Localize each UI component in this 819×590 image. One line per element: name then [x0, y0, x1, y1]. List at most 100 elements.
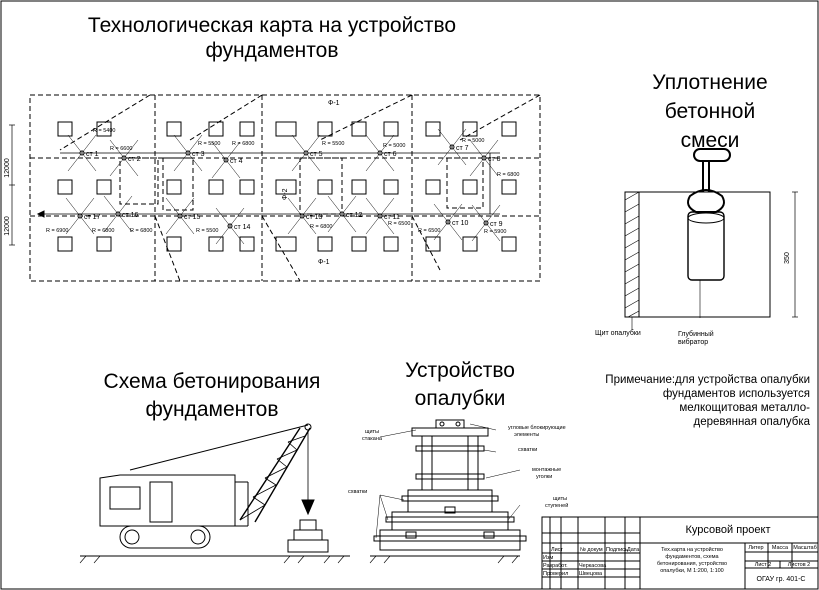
axis-f1-bottom: Ф-1 [318, 259, 330, 266]
main-title-line1: Технологическая карта на устройство [88, 14, 456, 37]
footings [57, 121, 517, 252]
station-spoke [211, 141, 227, 161]
footing [208, 236, 224, 252]
footing [275, 236, 297, 252]
footing [275, 121, 297, 137]
station-spoke [67, 152, 83, 172]
formwork-box [624, 191, 771, 318]
footing [383, 179, 399, 195]
boom [239, 427, 301, 521]
station-spoke [211, 159, 227, 179]
footing [208, 121, 224, 137]
station-spoke [341, 195, 357, 215]
station-spoke [471, 222, 487, 242]
track-wheel [190, 529, 206, 545]
station-spoke [229, 225, 245, 245]
compaction-diagram [624, 148, 798, 330]
station-radius-extra: R = 6800 [130, 228, 152, 234]
station-spoke [483, 139, 499, 159]
reach-line [261, 215, 301, 282]
compaction-title-line1: Уплотнение [652, 71, 767, 94]
stamp-title: Курсовой проект [686, 524, 771, 536]
vibrator-handle [693, 148, 731, 162]
station-spoke [447, 203, 463, 223]
concreting-title-line2: фундаментов [145, 398, 278, 421]
formwork-title-line2: опалубки [415, 387, 506, 410]
station-spoke [81, 134, 97, 154]
footing [425, 236, 441, 252]
label-glass-1: щиты [365, 429, 379, 435]
station-spoke [379, 215, 395, 235]
station-spoke [117, 195, 133, 215]
compaction-dim-height: 350 [784, 252, 791, 264]
station-spoke [117, 213, 133, 233]
station-label: ст 14 [234, 224, 251, 231]
station-spoke [471, 204, 487, 224]
station-spoke [301, 197, 317, 217]
footing [239, 121, 255, 137]
station-spoke [103, 195, 119, 215]
station-spoke [81, 152, 97, 172]
middle-step [391, 511, 509, 531]
station-spoke [379, 197, 395, 217]
station-radius: R = 6900 [46, 228, 68, 234]
footing [96, 121, 112, 137]
station-spoke [483, 157, 499, 177]
crane-zone [299, 157, 343, 215]
vibrator-body [687, 211, 725, 281]
station-spoke [305, 152, 321, 172]
station-spoke [433, 221, 449, 241]
station-radius: R = 5500 [196, 228, 218, 234]
footing [57, 121, 73, 137]
axis-f1-top: Ф-1 [328, 100, 340, 107]
station-label: ст 9 [490, 221, 503, 228]
station-radius: R = 5900 [484, 229, 506, 235]
station-spoke [79, 215, 95, 235]
reach-line [459, 94, 541, 141]
label-shield: Щит опалубки [595, 329, 641, 337]
station-label: ст 1 [86, 151, 99, 158]
station-spoke [305, 134, 321, 154]
station-radius: R = 6500 [418, 228, 440, 234]
note-line3: мелкощитовая металло- [679, 402, 810, 414]
cabin-window [109, 486, 141, 510]
station-label: ст 16 [122, 212, 139, 219]
station-spoke [109, 157, 125, 177]
boom-head [304, 423, 312, 431]
footing [166, 179, 182, 195]
footing [317, 236, 333, 252]
station-spoke [179, 197, 195, 217]
station-spoke [173, 134, 189, 154]
stamp-desc-2: фундаментов, схема [665, 554, 719, 560]
crawler-track [119, 525, 211, 549]
footing [462, 236, 478, 252]
stamp-col-liter: Литер [748, 545, 763, 551]
crane-zone [162, 157, 194, 211]
station-spoke [437, 128, 453, 148]
footing [351, 121, 367, 137]
footing [166, 236, 182, 252]
label-steps-2: ступеней [545, 502, 568, 509]
station-spoke [165, 215, 181, 235]
station-radius: R = 5500 [322, 141, 344, 147]
ground-hatch [79, 555, 345, 564]
stamp-hdr-list: Лист [551, 547, 563, 553]
crane-zone [119, 157, 159, 205]
station-radius: R = 6800 [232, 141, 254, 147]
plan-boundary [29, 94, 541, 282]
station-spoke [287, 197, 303, 217]
station-label: ст 17 [84, 214, 101, 221]
footing [383, 236, 399, 252]
station-spoke [287, 215, 303, 235]
leader-lines [375, 423, 521, 539]
formwork-title-line1: Устройство [405, 359, 515, 382]
station-spoke [229, 207, 245, 227]
label-mount-1: монтажные [532, 467, 561, 473]
stamp-hdr-doc: № докум [580, 547, 603, 553]
footing [239, 236, 255, 252]
station-spoke [379, 134, 395, 154]
station-spoke [225, 159, 241, 179]
station-radius: R = 5000 [462, 138, 484, 144]
